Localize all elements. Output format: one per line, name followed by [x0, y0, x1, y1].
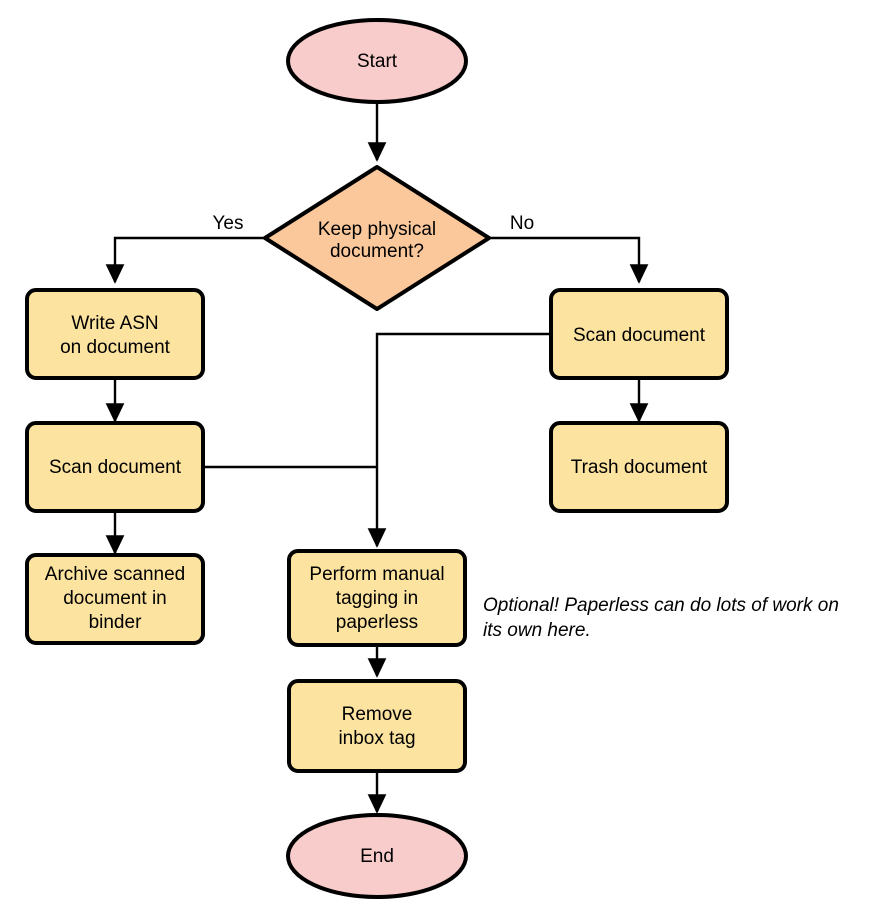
node-write-asn[interactable]: Write ASN on document	[25, 288, 205, 380]
end-label: End	[360, 846, 394, 867]
node-scan-document-right[interactable]: Scan document	[549, 288, 729, 380]
node-perform-manual-tagging[interactable]: Perform manual tagging in paperless	[287, 549, 467, 647]
decision-diamond	[263, 165, 491, 311]
remove-inbox-tag-label-line2: inbox tag	[338, 728, 415, 749]
optional-note: Optional! Paperless can do lots of work …	[483, 595, 839, 641]
decision-label-line1: Keep physical	[318, 219, 436, 240]
remove-inbox-tag-box	[287, 679, 467, 773]
manual-tagging-box	[287, 549, 467, 647]
edge-decision-no-to-scan-right	[489, 236, 649, 284]
start-ellipse	[286, 18, 468, 104]
archive-label-line1: Archive scanned	[45, 564, 185, 585]
archive-box	[25, 553, 205, 645]
edge-scan-right-to-manual-tagging	[367, 332, 551, 548]
optional-note-line2: its own here.	[483, 620, 591, 641]
start-label: Start	[357, 51, 398, 72]
connectors	[105, 98, 649, 814]
manual-tagging-label-line3: paperless	[336, 612, 418, 633]
node-scan-document-left[interactable]: Scan document	[25, 421, 205, 513]
remove-inbox-tag-label-line1: Remove	[342, 704, 413, 725]
node-remove-inbox-tag[interactable]: Remove inbox tag	[287, 679, 467, 773]
scan-document-right-box	[549, 288, 729, 380]
edge-decision-yes-to-write-asn	[105, 236, 265, 284]
archive-label-line2: document in	[63, 588, 167, 609]
edge-label-no: No	[510, 213, 534, 234]
archive-label-line3: binder	[89, 612, 142, 633]
end-ellipse	[286, 813, 468, 899]
manual-tagging-label-line1: Perform manual	[309, 564, 444, 585]
node-decision-keep-physical-document[interactable]: Keep physical document?	[263, 165, 491, 311]
decision-label-line2: document?	[330, 241, 424, 262]
node-trash-document[interactable]: Trash document	[549, 421, 729, 513]
trash-document-box	[549, 421, 729, 513]
optional-note-line1: Optional! Paperless can do lots of work …	[483, 595, 839, 616]
write-asn-label-line1: Write ASN	[71, 313, 158, 334]
scan-document-right-label: Scan document	[573, 325, 706, 346]
scan-document-left-box	[25, 421, 205, 513]
trash-document-label: Trash document	[571, 457, 708, 478]
scan-document-left-label: Scan document	[49, 457, 182, 478]
node-archive-scanned-document[interactable]: Archive scanned document in binder	[25, 553, 205, 645]
manual-tagging-label-line2: tagging in	[336, 588, 418, 609]
write-asn-box	[25, 288, 205, 380]
write-asn-label-line2: on document	[60, 337, 171, 358]
node-end[interactable]: End	[286, 813, 468, 899]
node-start[interactable]: Start	[286, 18, 468, 104]
edge-label-yes: Yes	[213, 213, 244, 234]
